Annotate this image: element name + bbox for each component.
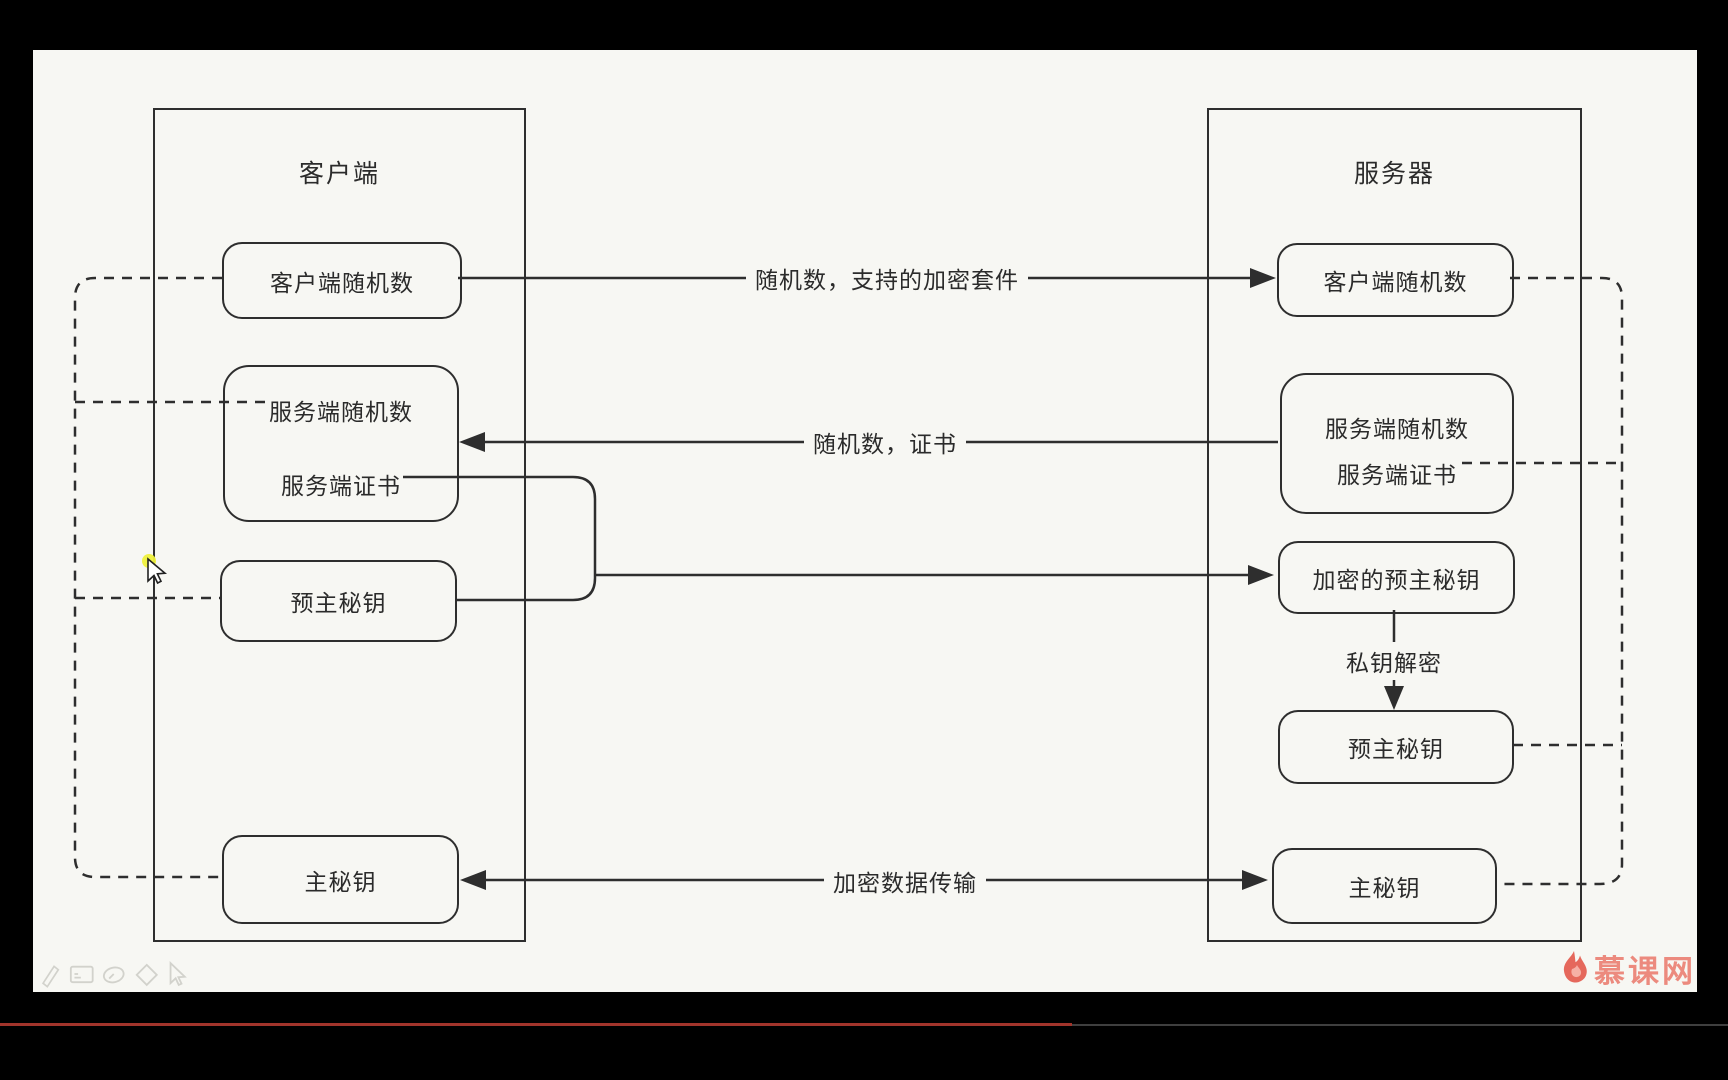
board-icon[interactable] — [69, 958, 95, 990]
path-cert-merge — [403, 475, 597, 602]
node-master-right: 主秘钥 — [1272, 848, 1497, 924]
server-panel: 服务器 — [1207, 108, 1582, 942]
client-panel-title: 客户端 — [298, 160, 380, 188]
label-encrypted-transfer: 加密数据传输 — [824, 862, 986, 900]
node-master-left: 主秘钥 — [222, 835, 459, 924]
progress-remaining — [1072, 1024, 1728, 1026]
arrowheads — [459, 268, 1404, 890]
label-server-hello: 随机数，证书 — [804, 423, 966, 461]
node-server-random-cert-right: 服务端随机数 服务端证书 — [1280, 373, 1514, 514]
node-server-random-cert-left: 服务端随机数 服务端证书 — [223, 365, 459, 522]
brand-text: 慕课网 — [1594, 954, 1696, 989]
cursor-icon[interactable] — [166, 958, 188, 990]
label-private-key-decrypt: 私钥解密 — [1337, 642, 1451, 680]
node-client-random-right: 客户端随机数 — [1277, 243, 1514, 317]
dashed-left-bracket — [73, 276, 222, 879]
node-premaster-right: 预主秘钥 — [1278, 710, 1514, 784]
pen-icon[interactable] — [38, 958, 62, 990]
annotation-toolbar — [38, 955, 188, 993]
label-client-hello: 随机数，支持的加密套件 — [746, 259, 1028, 297]
mouse-cursor — [142, 554, 168, 585]
oval-icon[interactable] — [101, 958, 127, 990]
imooc-logo: 慕课网 — [1560, 946, 1696, 991]
client-panel: 客户端 — [153, 108, 526, 942]
eraser-icon[interactable] — [134, 958, 160, 990]
node-client-random-left: 客户端随机数 — [222, 242, 462, 319]
flame-icon — [1563, 950, 1587, 983]
node-encrypted-premaster-right: 加密的预主秘钥 — [1278, 541, 1515, 614]
progress-played — [0, 1023, 1072, 1026]
server-panel-title: 服务器 — [1353, 160, 1435, 188]
dashed-right-bracket — [1500, 276, 1624, 886]
video-progress-bar[interactable] — [0, 1023, 1728, 1027]
